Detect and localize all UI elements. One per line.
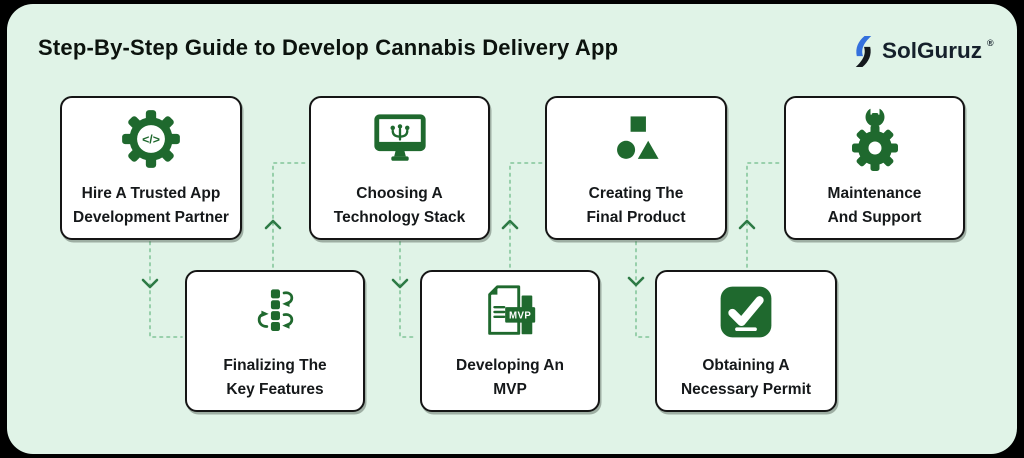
step-title: Developing An MVP bbox=[456, 356, 564, 398]
card-necessary-permit: Obtaining A Necessary Permit bbox=[655, 270, 837, 412]
arrow-down-icon bbox=[627, 276, 645, 287]
gear-code-icon: </> bbox=[118, 106, 184, 173]
step-title: Creating The Final Product bbox=[586, 184, 686, 226]
card-final-product: Creating The Final Product bbox=[545, 96, 727, 240]
card-developing-mvp: MVP Developing An MVP bbox=[420, 270, 600, 412]
arrow-down-icon bbox=[141, 278, 159, 289]
brand-name: SolGuruz bbox=[882, 38, 982, 63]
mvp-file-icon: MVP bbox=[479, 280, 541, 345]
step-title: Maintenance And Support bbox=[827, 184, 922, 226]
priority-list-icon bbox=[246, 280, 304, 345]
connector-6-to-7 bbox=[746, 162, 782, 268]
step-title: Finalizing The Key Features bbox=[223, 356, 327, 398]
connector-3-to-4 bbox=[399, 241, 418, 338]
step-title: Hire A Trusted App Development Partner bbox=[73, 184, 229, 226]
arrow-up-icon bbox=[264, 219, 282, 230]
step-title: Obtaining A Necessary Permit bbox=[680, 356, 812, 398]
solguruz-logo-icon bbox=[855, 36, 872, 67]
card-hire-partner: </> Hire A Trusted App Development Partn… bbox=[60, 96, 242, 240]
card-technology-stack: Choosing A Technology Stack bbox=[309, 96, 490, 240]
page-title: Step-By-Step Guide to Develop Cannabis D… bbox=[38, 35, 619, 60]
wrench-gear-icon bbox=[843, 106, 907, 173]
connector-5-to-6 bbox=[635, 241, 653, 338]
shapes-icon bbox=[607, 106, 665, 173]
brand-logo: SolGuruz ® bbox=[850, 36, 994, 67]
mvp-badge-label: MVP bbox=[509, 311, 531, 322]
connector-4-to-5 bbox=[509, 162, 543, 268]
check-icon bbox=[717, 280, 775, 345]
connector-2-to-3 bbox=[272, 162, 307, 268]
brand-registered-mark: ® bbox=[987, 38, 994, 48]
arrow-up-icon bbox=[738, 219, 756, 230]
card-maintenance-support: Maintenance And Support bbox=[784, 96, 965, 240]
arrow-up-icon bbox=[501, 219, 519, 230]
tech-stack-monitor-icon bbox=[369, 106, 431, 173]
code-glyph: </> bbox=[142, 133, 160, 147]
arrow-down-icon bbox=[391, 278, 409, 289]
connector-1-to-2 bbox=[149, 241, 183, 338]
card-key-features: Finalizing The Key Features bbox=[185, 270, 365, 412]
step-title: Choosing A Technology Stack bbox=[333, 184, 466, 226]
